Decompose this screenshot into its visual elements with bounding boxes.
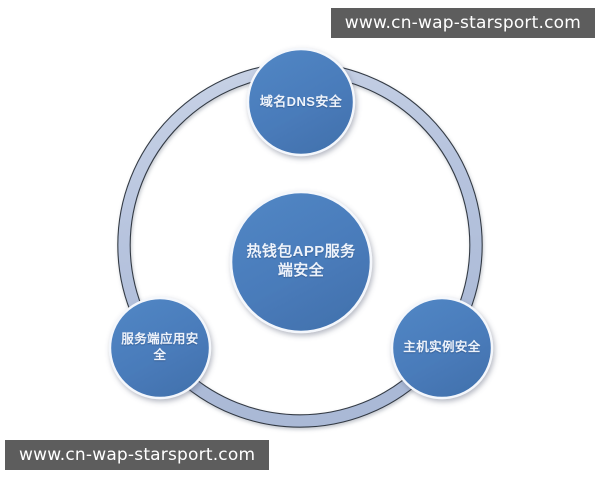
- watermark-top: www.cn-wap-starsport.com: [330, 8, 595, 38]
- watermark-bottom: www.cn-wap-starsport.com: [5, 440, 270, 470]
- node-circle-dns[interactable]: [246, 47, 356, 157]
- node-circle-server-app[interactable]: [108, 296, 212, 400]
- node-circle-host-instance[interactable]: [390, 296, 494, 400]
- node-circle-center[interactable]: [229, 190, 373, 334]
